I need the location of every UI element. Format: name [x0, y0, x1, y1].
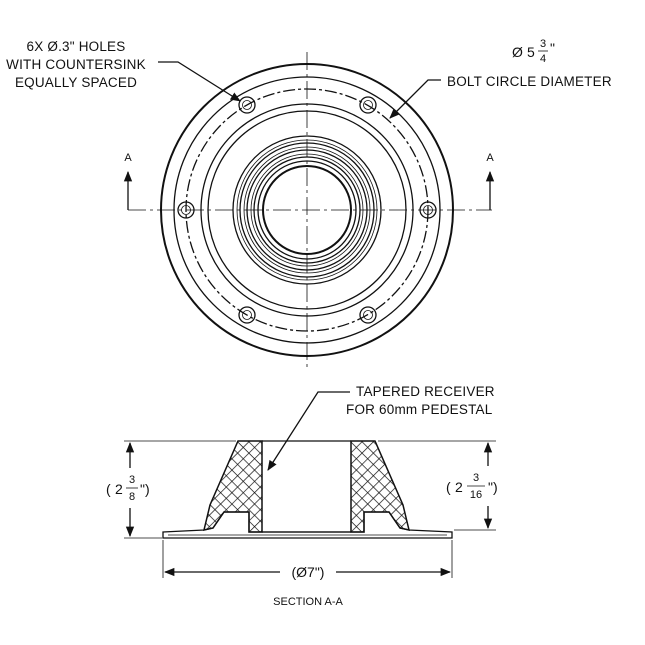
holes-note-line-2: WITH COUNTERSINK	[6, 57, 146, 72]
receiver-leader	[267, 391, 350, 471]
bolt-hole	[359, 96, 377, 114]
width-label-bg	[280, 562, 336, 582]
bolt-hole	[359, 306, 377, 324]
left-height-whole: 2	[115, 481, 123, 497]
right-height-open: (	[446, 479, 451, 495]
section-wall-left	[202, 440, 263, 533]
left-height-open: (	[106, 481, 111, 497]
bolt-circle-inch-mark: "	[550, 40, 555, 56]
base-flange	[162, 511, 453, 539]
right-height-numerator: 3	[473, 472, 479, 484]
section-marker-left: A	[124, 152, 132, 164]
holes-note-line-3: EQUALLY SPACED	[15, 75, 137, 90]
right-height-close: ")	[488, 479, 498, 495]
left-height-close: ")	[140, 481, 150, 497]
section-title: SECTION A-A	[273, 596, 343, 608]
top-view: 6X Ø.3" HOLES WITH COUNTERSINK EQUALLY S…	[6, 38, 612, 368]
bolt-hole	[238, 306, 256, 324]
bolt-hole	[238, 96, 256, 114]
bore-ring-inner	[262, 165, 352, 255]
right-height-whole: 2	[455, 479, 463, 495]
section-view: TAPERED RECEIVER FOR 60mm PEDESTAL ( 2 3…	[103, 384, 506, 608]
receiver-note-line-1: TAPERED RECEIVER	[356, 384, 495, 399]
receiver-note-line-2: FOR 60mm PEDESTAL	[346, 402, 493, 417]
bolt-circle-leader	[389, 79, 441, 119]
bolt-hole	[419, 201, 437, 219]
right-height-denominator: 16	[470, 489, 482, 501]
left-height-numerator: 3	[129, 474, 135, 486]
section-marker-right: A	[486, 152, 494, 164]
bolt-hole	[177, 201, 195, 219]
holes-note-line-1: 6X Ø.3" HOLES	[27, 39, 126, 54]
bolt-circle-numerator: 3	[540, 38, 546, 50]
section-wall-right	[350, 440, 411, 533]
left-height-denominator: 8	[129, 491, 135, 503]
holes-leader	[158, 61, 241, 102]
width-label: (Ø7")	[292, 564, 325, 580]
bolt-circle-diameter-symbol: Ø	[512, 44, 523, 60]
bolt-circle-denominator: 4	[540, 53, 546, 65]
bolt-circle-whole: 5	[527, 44, 535, 60]
bolt-circle-label: BOLT CIRCLE DIAMETER	[447, 74, 612, 89]
